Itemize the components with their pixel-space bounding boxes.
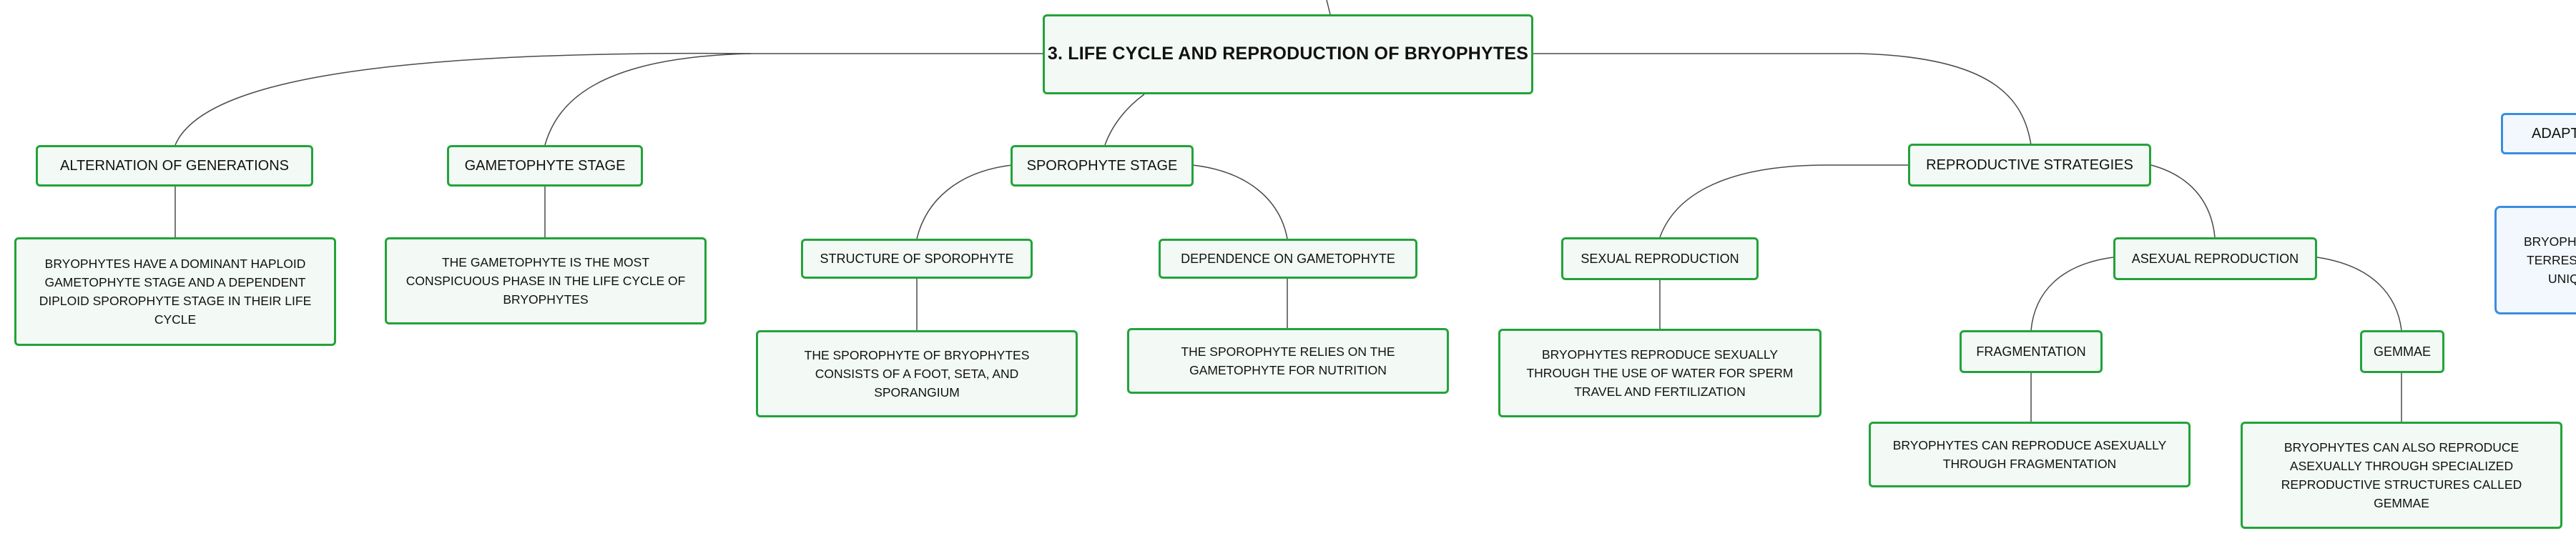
connector xyxy=(1659,164,1908,238)
connector xyxy=(2030,257,2114,331)
detail-text: THE SPOROPHYTE OF BRYOPHYTES CONSISTS OF… xyxy=(804,347,1030,400)
connector xyxy=(174,52,1043,146)
connector xyxy=(2316,257,2402,331)
detail-gametophyte-stage[interactable]: THE GAMETOPHYTE IS THE MOST CONSPICUOUS … xyxy=(385,237,707,324)
topic-partial-right[interactable]: ADAPT xyxy=(2501,113,2576,154)
connector xyxy=(1326,0,1331,15)
detail-text: THE GAMETOPHYTE IS THE MOST CONSPICUOUS … xyxy=(405,254,686,307)
subtopic-dependence-on-gametophyte[interactable]: DEPENDENCE ON GAMETOPHYTE xyxy=(1159,239,1417,279)
topic-label: REPRODUCTIVE STRATEGIES xyxy=(1926,157,2133,173)
detail-text-line: TERRESTR xyxy=(2527,252,2576,267)
detail-gemmae[interactable]: BRYOPHYTES CAN ALSO REPRODUCE ASEXUALLY … xyxy=(2241,422,2562,529)
connector xyxy=(1192,164,1288,239)
detail-text: BRYOPHYTES HAVE A DOMINANT HAPLOID GAMET… xyxy=(39,256,312,327)
subtopic-sexual-reproduction[interactable]: SEXUAL REPRODUCTION xyxy=(1561,237,1759,280)
detail-text: BRYOPHYTES REPRODUCE SEXUALLY THROUGH TH… xyxy=(1526,347,1794,399)
detail-text: THE SPOROPHYTE RELIES ON THE GAMETOPHYTE… xyxy=(1181,344,1395,377)
subtopic-asexual-reproduction[interactable]: ASEXUAL REPRODUCTION xyxy=(2113,237,2317,280)
topic-alternation-of-generations[interactable]: ALTERNATION OF GENERATIONS xyxy=(36,145,313,187)
connector xyxy=(916,164,1013,239)
detail-text: BRYOPHYTES CAN ALSO REPRODUCE ASEXUALLY … xyxy=(2281,440,2522,511)
subtopic-label: ASEXUAL REPRODUCTION xyxy=(2131,251,2299,266)
topic-gametophyte-stage[interactable]: GAMETOPHYTE STAGE xyxy=(447,145,643,187)
subtopic-label: FRAGMENTATION xyxy=(1976,344,2086,359)
connector xyxy=(2150,164,2216,238)
root-node[interactable]: 3. LIFE CYCLE AND REPRODUCTION OF BRYOPH… xyxy=(1043,14,1533,94)
root-title: 3. LIFE CYCLE AND REPRODUCTION OF BRYOPH… xyxy=(1047,44,1529,64)
connector xyxy=(1532,53,2032,146)
detail-fragmentation[interactable]: BRYOPHYTES CAN REPRODUCE ASEXUALLY THROU… xyxy=(1869,422,2191,487)
detail-text-line: UNIQU xyxy=(2548,272,2576,287)
connector xyxy=(544,53,752,146)
detail-alternation-of-generations[interactable]: BRYOPHYTES HAVE A DOMINANT HAPLOID GAMET… xyxy=(14,237,336,346)
detail-dependence-on-gametophyte[interactable]: THE SPOROPHYTE RELIES ON THE GAMETOPHYTE… xyxy=(1127,328,1449,394)
detail-text-line: BRYOPHYT xyxy=(2524,234,2576,249)
connector xyxy=(1104,94,1145,146)
topic-label: ADAPT xyxy=(2532,126,2576,142)
topic-label: SPOROPHYTE STAGE xyxy=(1026,158,1178,174)
detail-partial-right[interactable]: BRYOPHYT TERRESTR UNIQU xyxy=(2494,206,2576,314)
topic-label: GAMETOPHYTE STAGE xyxy=(464,158,626,174)
subtopic-gemmae[interactable]: GEMMAE xyxy=(2360,330,2444,373)
subtopic-label: SEXUAL REPRODUCTION xyxy=(1580,251,1739,266)
subtopic-fragmentation[interactable]: FRAGMENTATION xyxy=(1960,330,2103,373)
detail-text: BRYOPHYTES CAN REPRODUCE ASEXUALLY THROU… xyxy=(1892,437,2167,471)
topic-sporophyte-stage[interactable]: SPOROPHYTE STAGE xyxy=(1011,145,1194,187)
subtopic-label: GEMMAE xyxy=(2373,344,2431,359)
detail-sexual-reproduction[interactable]: BRYOPHYTES REPRODUCE SEXUALLY THROUGH TH… xyxy=(1498,329,1822,417)
topic-label: ALTERNATION OF GENERATIONS xyxy=(59,158,290,174)
subtopic-label: STRUCTURE OF SPOROPHYTE xyxy=(820,251,1014,266)
topic-reproductive-strategies[interactable]: REPRODUCTIVE STRATEGIES xyxy=(1908,144,2151,187)
subtopic-structure-of-sporophyte[interactable]: STRUCTURE OF SPOROPHYTE xyxy=(801,239,1033,279)
subtopic-label: DEPENDENCE ON GAMETOPHYTE xyxy=(1181,251,1395,266)
detail-structure-of-sporophyte[interactable]: THE SPOROPHYTE OF BRYOPHYTES CONSISTS OF… xyxy=(756,330,1078,417)
